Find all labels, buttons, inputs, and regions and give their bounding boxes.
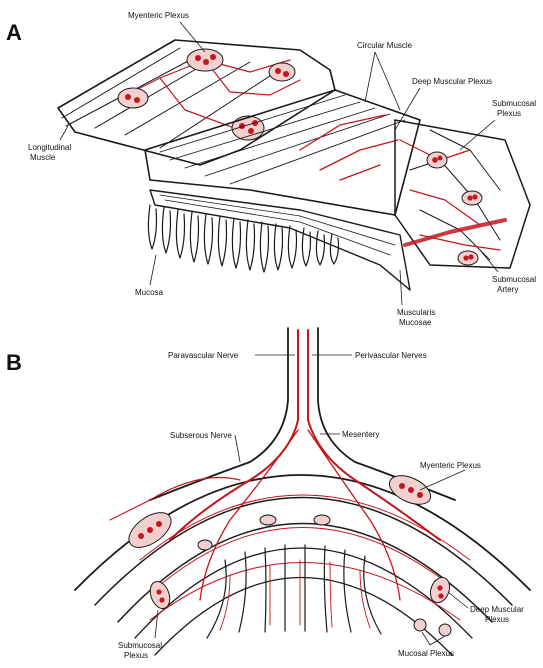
panel-b-illustration: Paravascular Nerve Perivascular Nerves S… (75, 328, 530, 660)
myenteric-ganglion (123, 506, 177, 555)
submucosa-block (395, 120, 530, 268)
label-muscularis-mucosae-line2: Mucosae (399, 318, 432, 327)
label-longitudinal-muscle-line2: Muscle (30, 153, 56, 162)
submucosal-artery (405, 220, 505, 245)
mucosal-plexus-node (414, 619, 426, 631)
label-myenteric-plexus-b: Myenteric Plexus (420, 461, 481, 470)
label-submucosal-plexus-b-line2: Plexus (124, 651, 148, 660)
label-circular-muscle: Circular Muscle (357, 41, 413, 50)
label-submucosal-plexus-a: Submucosal (492, 99, 536, 108)
submucosal-ganglion (427, 152, 447, 168)
label-mucosal-plexus: Mucosal Plexus (398, 649, 454, 658)
label-submucosal-plexus-a-line2: Plexus (497, 109, 521, 118)
label-subserous-nerve: Subserous Nerve (170, 431, 232, 440)
mucosa-villi (148, 205, 338, 272)
myenteric-ganglion (187, 49, 223, 71)
panel-a-illustration: Myenteric Plexus Circular Muscle Deep Mu… (28, 11, 536, 327)
label-submucosal-plexus-b: Submucosal (118, 641, 162, 650)
muscularis-mucosae-arc (155, 578, 452, 656)
label-paravascular-nerve: Paravascular Nerve (168, 351, 239, 360)
label-mesentery: Mesentery (342, 430, 379, 439)
label-deep-muscular-plexus-b-line2: Plexus (485, 615, 509, 624)
mucosa-villi (207, 545, 381, 638)
submucosal-ganglion (462, 191, 482, 205)
label-mucosa: Mucosa (135, 288, 164, 297)
label-submucosal-artery-line2: Artery (497, 285, 518, 294)
label-perivascular-nerves: Perivascular Nerves (355, 351, 427, 360)
label-deep-muscular-plexus-b: Deep Muscular (470, 605, 524, 614)
myenteric-ganglion (269, 63, 295, 81)
submucosal-ganglion (458, 251, 478, 265)
circular-muscle-block (145, 90, 420, 215)
label-submucosal-artery: Submucosal (492, 275, 536, 284)
mucosal-plexus-node (439, 624, 451, 636)
label-myenteric-plexus-a: Myenteric Plexus (128, 11, 189, 20)
muscularis-mucosae-sheet (150, 190, 410, 290)
label-longitudinal-muscle: Longitudinal (28, 143, 71, 152)
label-deep-muscular-plexus-a: Deep Muscular Plexus (412, 77, 492, 86)
label-muscularis-mucosae: Muscularis (397, 308, 435, 317)
myenteric-ganglion (118, 88, 148, 108)
